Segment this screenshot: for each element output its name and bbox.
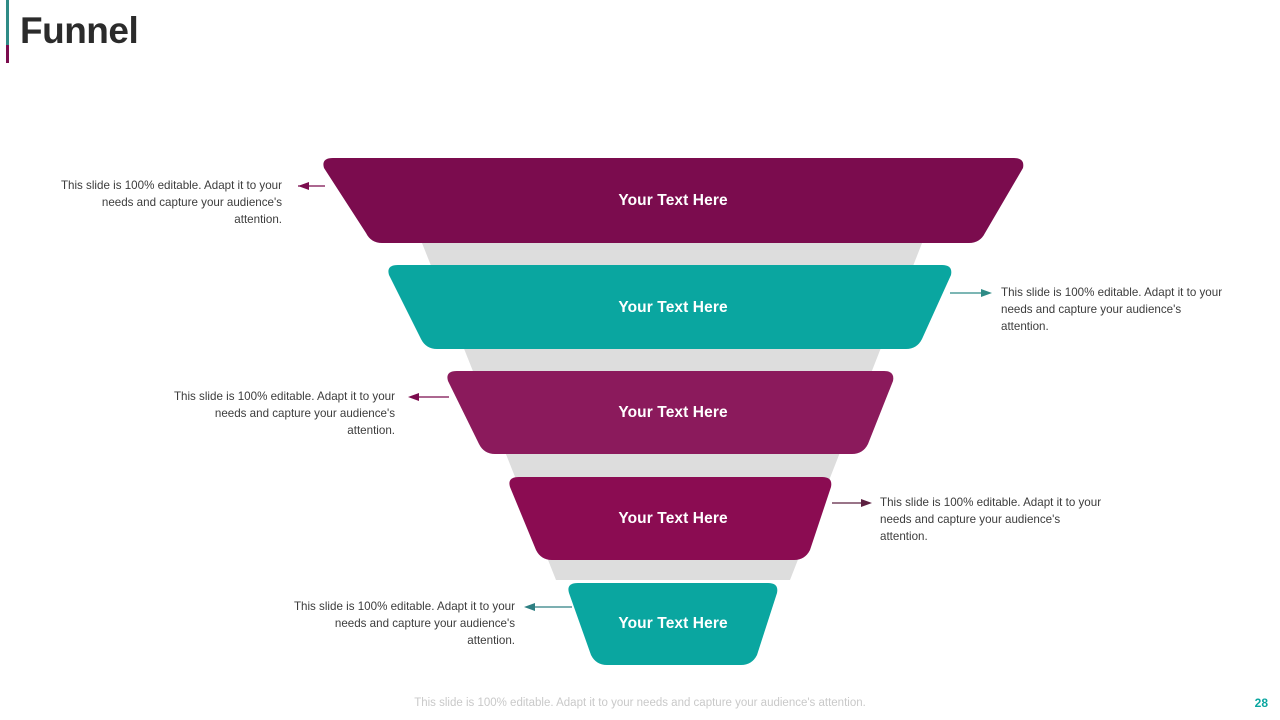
footer-note: This slide is 100% editable. Adapt it to… bbox=[414, 697, 866, 709]
title-accent-bottom-segment bbox=[6, 45, 9, 63]
funnel-band-3-shape[interactable] bbox=[447, 371, 894, 454]
funnel-callout-1: This slide is 100% editable. Adapt it to… bbox=[60, 179, 282, 226]
funnel-callout-5: This slide is 100% editable. Adapt it to… bbox=[293, 600, 515, 647]
page-title: Funnel bbox=[20, 10, 139, 51]
funnel-callout-4: This slide is 100% editable. Adapt it to… bbox=[880, 496, 1102, 543]
funnel-band-1-shape[interactable] bbox=[323, 158, 1024, 243]
funnel-arrow-1 bbox=[298, 182, 325, 190]
funnel-band-4-shape[interactable] bbox=[509, 477, 832, 560]
funnel-arrow-2 bbox=[950, 289, 992, 297]
funnel-band-5-shape[interactable] bbox=[568, 583, 778, 665]
funnel-band-2-shape[interactable] bbox=[388, 265, 952, 349]
funnel-callout-3: This slide is 100% editable. Adapt it to… bbox=[173, 390, 395, 437]
title-accent-bar bbox=[6, 0, 9, 63]
funnel-arrow-4 bbox=[832, 499, 872, 507]
funnel-arrow-5 bbox=[524, 603, 572, 611]
funnel-arrow-3 bbox=[408, 393, 449, 401]
page-number: 28 bbox=[1254, 696, 1268, 710]
title-accent-top-segment bbox=[6, 0, 9, 45]
funnel-callout-2: This slide is 100% editable. Adapt it to… bbox=[1001, 286, 1223, 333]
